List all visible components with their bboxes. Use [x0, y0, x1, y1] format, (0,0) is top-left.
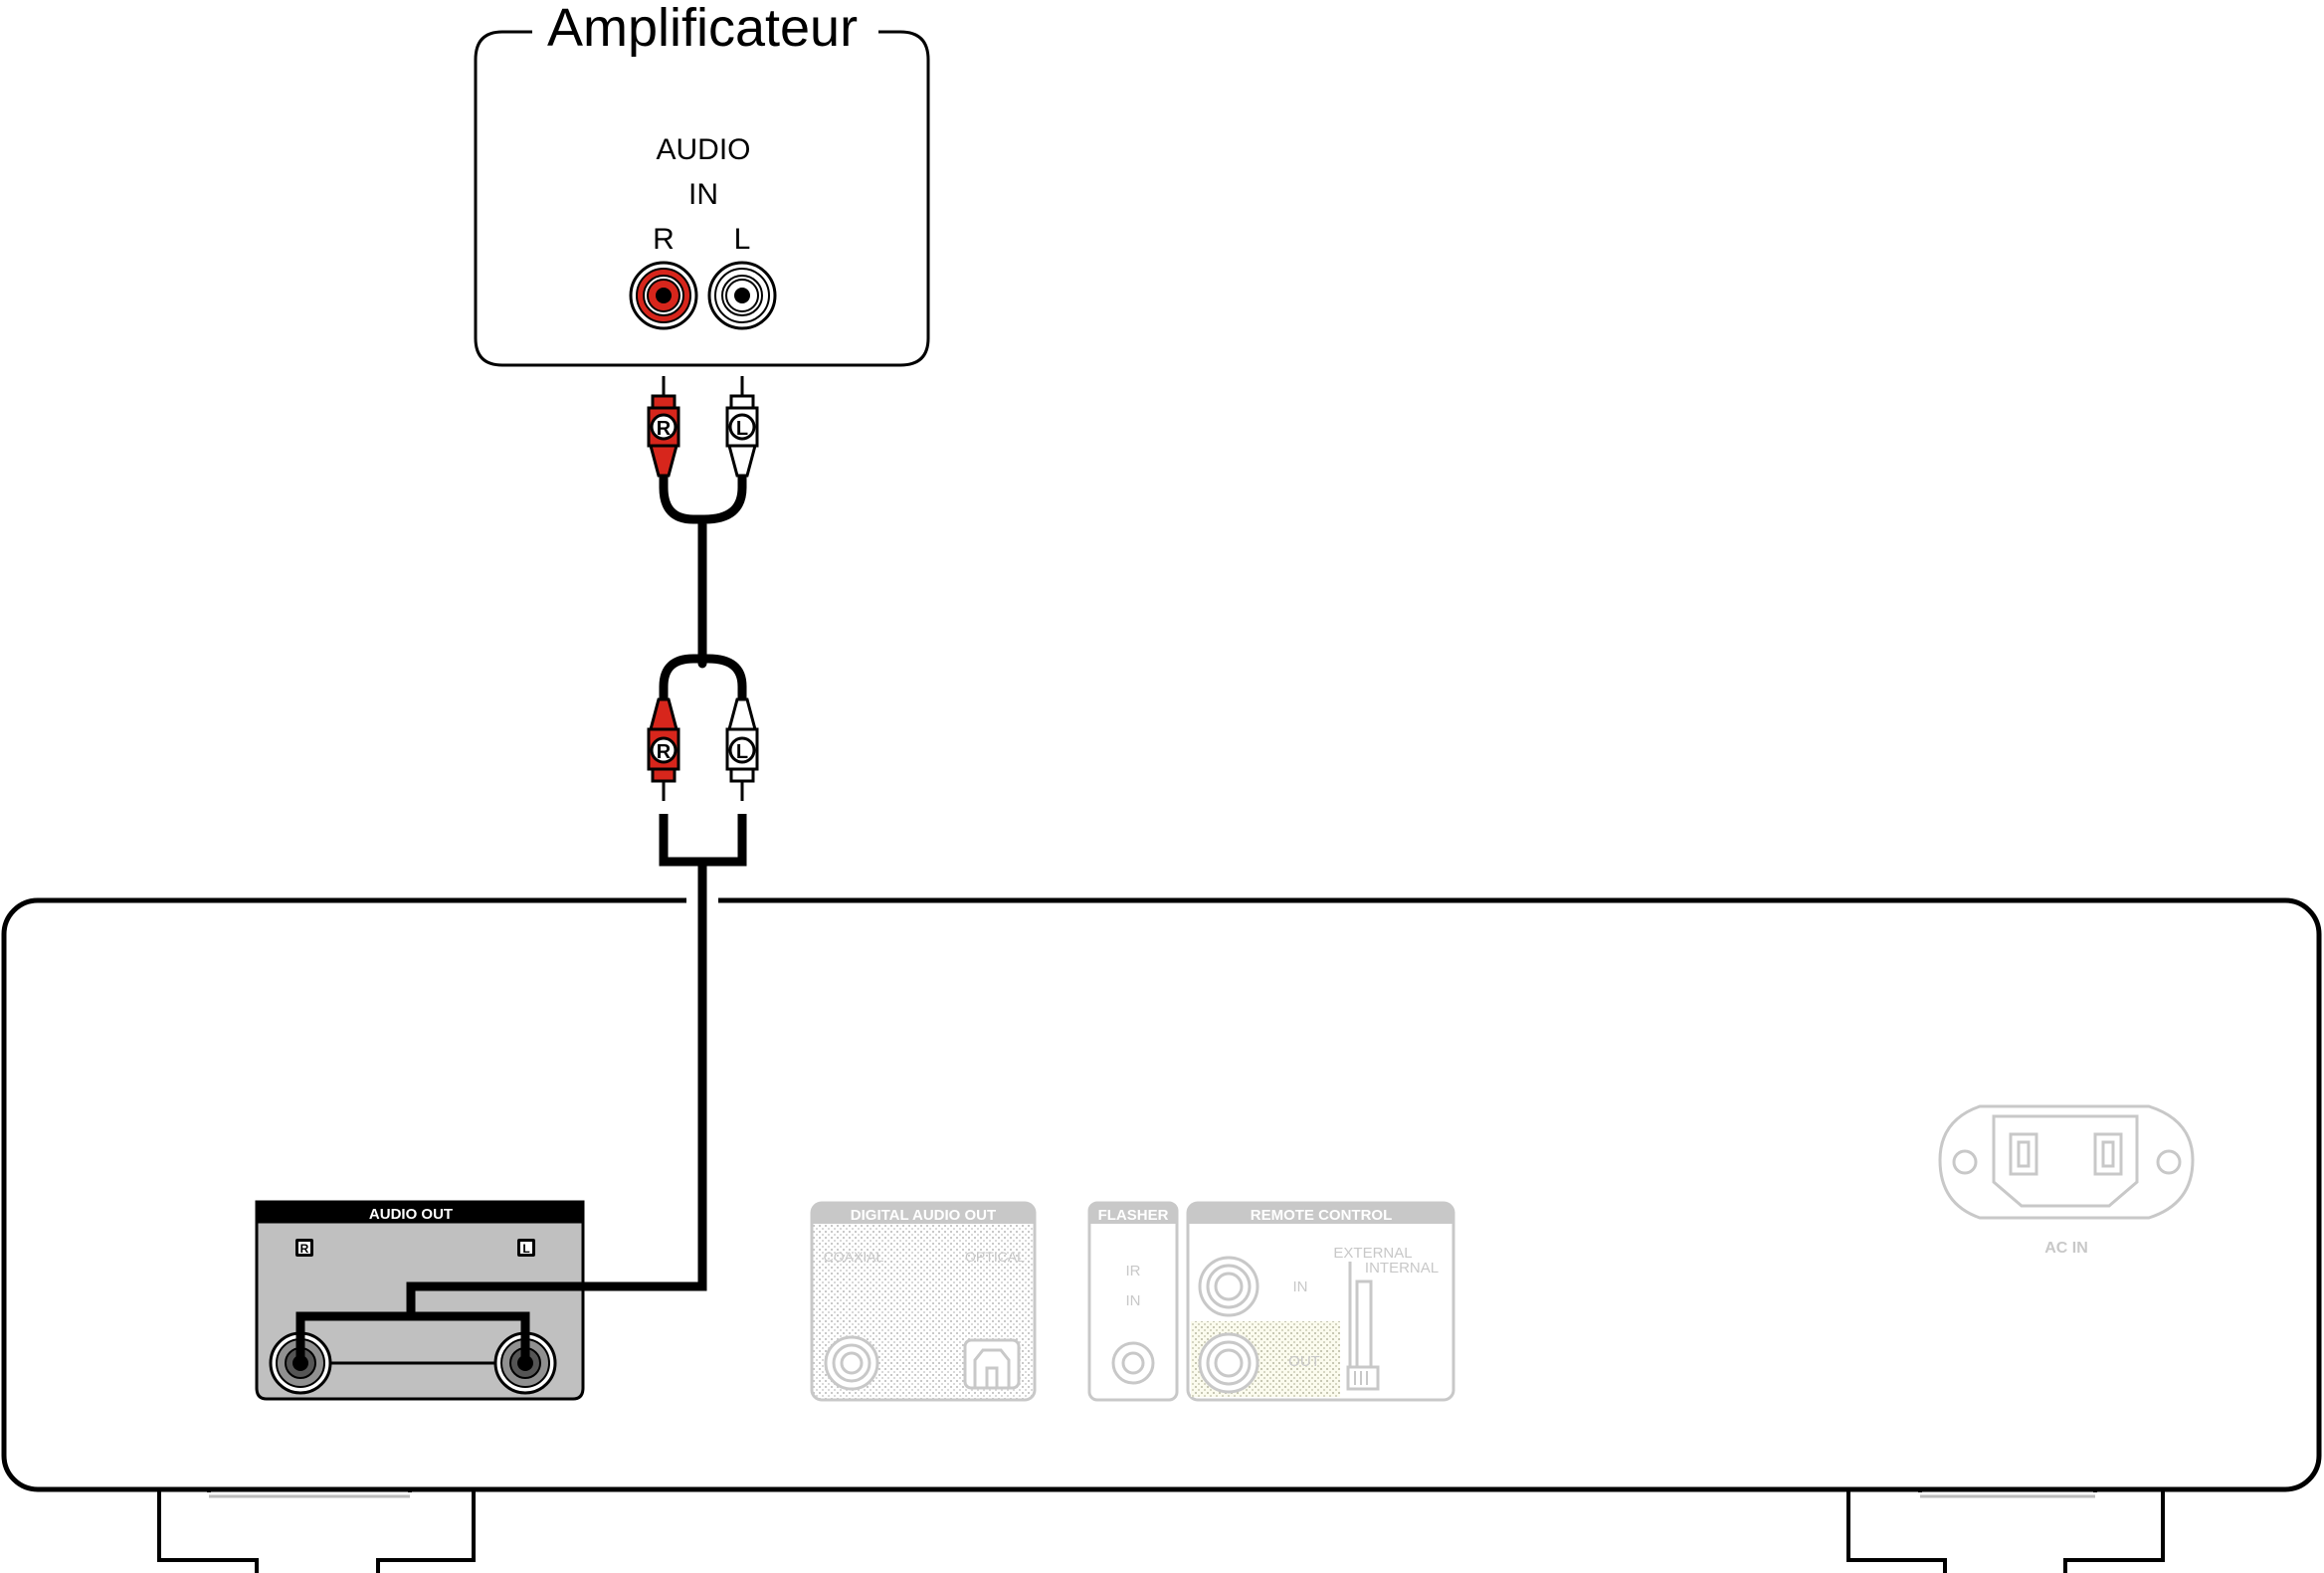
flasher-ir-label: IR [1126, 1263, 1141, 1279]
cable-top-split [659, 463, 747, 662]
amp-left-label: L [734, 223, 751, 256]
audio-out-left-jack[interactable] [493, 1331, 557, 1395]
external-internal-switch[interactable] [1346, 1262, 1380, 1391]
remote-out-label: OUT [1288, 1353, 1320, 1370]
top-left-plug[interactable]: L [725, 376, 759, 478]
optical-jack[interactable] [963, 1338, 1021, 1390]
ac-in-socket[interactable] [1938, 1104, 2195, 1220]
top-right-plug-label: R [657, 418, 672, 440]
cable-bottom-split [659, 652, 747, 713]
bottom-left-plug-label: L [736, 741, 748, 763]
external-label: EXTERNAL [1333, 1245, 1412, 1262]
coaxial-label: COAXIAL [824, 1249, 884, 1265]
audio-in-label: AUDIO [656, 133, 750, 166]
internal-label: INTERNAL [1365, 1260, 1439, 1277]
remote-out-jack[interactable] [1198, 1332, 1259, 1394]
amp-right-input-jack[interactable] [629, 261, 698, 330]
audio-in-label-2: IN [688, 178, 718, 211]
audio-out-title: AUDIO OUT [369, 1206, 453, 1223]
amp-left-input-jack[interactable] [707, 261, 777, 330]
optical-label: OPTICAL [965, 1249, 1025, 1265]
left-foot [157, 1486, 476, 1573]
remote-in-jack[interactable] [1198, 1256, 1259, 1317]
amp-right-label: R [653, 223, 675, 256]
amplifier-box [474, 30, 930, 367]
remote-control-panel: REMOTE CONTROL IN OUT EXTERNAL INTERNAL [1186, 1201, 1455, 1402]
svg-text:R: R [300, 1242, 309, 1256]
flasher-ir-in-jack[interactable] [1111, 1341, 1155, 1385]
amplifier: Amplificateur AUDIO IN R L [474, 0, 930, 367]
audio-out-cable-bracket [295, 862, 707, 1357]
flasher-title: FLASHER [1098, 1207, 1169, 1224]
audio-out-panel: AUDIO OUT R L [255, 862, 707, 1401]
svg-text:L: L [522, 1242, 529, 1256]
digital-audio-out-title: DIGITAL AUDIO OUT [851, 1207, 996, 1224]
bottom-right-plug-label: R [657, 741, 672, 763]
cable-connector-bracket [659, 814, 747, 867]
bottom-left-plug[interactable]: L [725, 697, 759, 801]
rca-cable: R L R L [647, 376, 759, 867]
top-left-plug-label: L [736, 418, 748, 440]
digital-audio-out-panel: DIGITAL AUDIO OUT COAXIAL OPTICAL [810, 1201, 1037, 1402]
right-foot [1846, 1486, 2165, 1573]
remote-in-label: IN [1293, 1278, 1308, 1295]
coaxial-jack[interactable] [824, 1335, 879, 1391]
audio-out-left-badge: L [517, 1239, 535, 1257]
top-right-plug[interactable]: R [647, 376, 680, 478]
bottom-right-plug[interactable]: R [647, 697, 680, 801]
amplifier-title: Amplificateur [547, 0, 858, 58]
flasher-in-label: IN [1126, 1292, 1141, 1309]
remote-control-title: REMOTE CONTROL [1251, 1207, 1393, 1224]
flasher-panel: FLASHER IR IN [1087, 1201, 1179, 1402]
audio-out-right-badge: R [295, 1239, 313, 1257]
ac-in-label: AC IN [2044, 1240, 2088, 1257]
